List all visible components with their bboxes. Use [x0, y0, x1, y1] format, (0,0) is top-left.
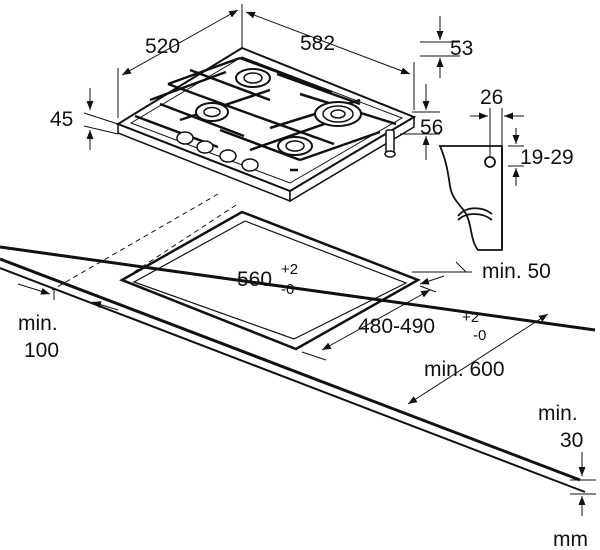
grate-bar	[249, 120, 331, 152]
grate-bar	[276, 72, 361, 106]
dim-hob-depth	[117, 4, 243, 118]
knob-icon	[196, 140, 214, 154]
dim-cutout-depth	[301, 285, 437, 361]
worktop	[0, 245, 596, 493]
cutout-width-tol-minus: -0	[281, 281, 294, 298]
dim-side-offset	[400, 84, 440, 160]
knob-icon	[241, 158, 259, 172]
dim-worktop-depth-label: min. 600	[424, 358, 505, 381]
burner-front-left	[195, 102, 229, 122]
dim-side-clearance	[17, 283, 119, 311]
dim-hob-height-label: 45	[50, 108, 73, 131]
projection-line-mid	[121, 204, 237, 281]
cutout-inner-edge	[132, 220, 408, 340]
cutout-depth-tol-minus: -0	[473, 327, 486, 344]
cutout-depth-tol-plus: +2	[462, 309, 479, 326]
mounting-bracket	[438, 145, 503, 251]
grate-bar	[167, 82, 251, 116]
projection-line-left	[51, 193, 219, 291]
cutout-width-main: 560	[237, 268, 272, 291]
dim-bracket-clamp	[508, 128, 524, 186]
hob-connector	[384, 129, 396, 158]
dim-bracket-clamp-label: 19-29	[520, 146, 574, 169]
hob-burners	[195, 68, 362, 156]
grate-bar	[179, 88, 271, 122]
grate-bar	[249, 112, 335, 146]
dim-rear-offset	[420, 16, 460, 78]
projection-lines	[51, 193, 237, 291]
dim-hob-height	[83, 88, 119, 150]
knob-icon	[219, 149, 237, 163]
dim-rear-clearance	[412, 261, 472, 285]
burner-rear-left	[235, 68, 271, 88]
cutout-depth-label: 480-490 +2 -0	[358, 309, 486, 344]
hob-plate-inner	[129, 56, 404, 184]
hob	[115, 46, 417, 203]
worktop-front-edge	[0, 257, 581, 482]
cutout-width-tol-plus: +2	[281, 261, 298, 278]
dim-side-offset-label: 56	[420, 116, 443, 139]
knob-icon	[176, 131, 194, 145]
dim-worktop-thickness-value: 30	[560, 429, 583, 452]
control-knobs	[176, 131, 259, 172]
dim-hob-width-label: 582	[300, 32, 335, 55]
dim-side-clearance-min: min.	[18, 312, 58, 335]
grate-bar	[149, 70, 227, 102]
unit-label: mm	[553, 528, 588, 550]
cutout	[119, 210, 421, 351]
dim-hob-depth-label: 520	[145, 35, 180, 58]
cutout-depth-main: 480-490	[358, 315, 435, 338]
burner-front-right	[277, 136, 313, 156]
dim-hob-width	[245, 11, 415, 110]
dim-bracket-width-label: 26	[480, 86, 503, 109]
grate-bar	[299, 130, 381, 162]
dim-bracket-width	[470, 108, 524, 156]
dim-worktop-depth	[407, 313, 549, 405]
burner-rear-right-wok	[314, 101, 362, 127]
dim-side-clearance-value: 100	[24, 339, 59, 362]
dim-rear-clearance-label: min. 50	[482, 260, 551, 283]
dim-worktop-thickness	[570, 452, 596, 516]
dim-rear-offset-label: 53	[450, 37, 473, 60]
cutout-width-label: 560 +2 -0	[237, 261, 298, 298]
cutout-outline	[119, 210, 421, 351]
grate-bar	[219, 128, 301, 162]
dim-worktop-thickness-min: min.	[538, 402, 578, 425]
